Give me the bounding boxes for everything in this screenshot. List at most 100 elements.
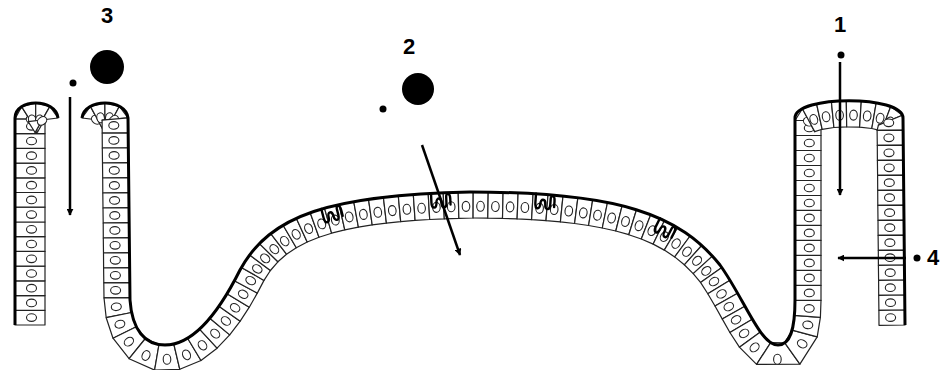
callout-number: 4 <box>927 247 939 269</box>
epithelial-cell <box>15 266 45 281</box>
cell-nucleus <box>279 235 291 248</box>
epithelial-cell <box>15 237 45 252</box>
epithelial-cell <box>795 270 821 285</box>
cell-nucleus <box>417 203 425 213</box>
cell-nucleus <box>884 149 894 157</box>
epithelial-cell <box>503 192 519 219</box>
epithelial-cell <box>104 253 130 268</box>
cell-nucleus <box>27 255 37 263</box>
callout-number: 3 <box>101 5 113 27</box>
cell-nucleus <box>109 152 119 160</box>
cell-nucleus <box>229 302 242 314</box>
epithelial-cell <box>795 210 821 225</box>
cell-nucleus <box>245 275 257 286</box>
cell-nucleus <box>110 256 120 264</box>
cell-nucleus <box>708 276 721 288</box>
epithelial-cell <box>15 310 45 325</box>
cell-nucleus <box>477 201 485 211</box>
cell-nucleus <box>111 286 121 294</box>
transport-arrow <box>422 145 460 255</box>
epithelial-cell <box>15 178 45 193</box>
cell-nucleus <box>738 328 751 340</box>
cell-nucleus <box>670 237 682 250</box>
cell-nucleus <box>804 244 814 252</box>
epithelial-cell <box>879 310 905 325</box>
cell-nucleus <box>110 271 120 279</box>
cell-nucleus <box>885 224 895 232</box>
epithelial-cell <box>517 193 533 220</box>
junction-fold <box>321 204 343 223</box>
cell-nucleus <box>359 209 368 220</box>
epithelial-cell <box>877 145 903 160</box>
cell-nucleus <box>291 228 302 240</box>
cell-nucleus <box>27 314 37 322</box>
cell-nucleus <box>886 314 896 322</box>
cell-nucleus <box>492 201 500 211</box>
cell-nucleus <box>388 205 397 216</box>
epithelial-cell <box>795 300 822 317</box>
epithelial-cell <box>103 208 129 223</box>
epithelial-cell <box>879 295 905 310</box>
epithelial-cell <box>15 222 45 237</box>
cell-nucleus <box>804 304 814 312</box>
cell-nucleus <box>804 184 814 192</box>
cell-nucleus <box>822 111 831 122</box>
cell-nucleus <box>27 137 37 145</box>
cell-nucleus <box>884 134 894 142</box>
epithelial-cell <box>877 115 903 130</box>
callout-number: 2 <box>403 36 415 58</box>
epithelial-cell <box>103 178 129 193</box>
particles <box>70 50 921 262</box>
epithelial-cell <box>103 193 129 208</box>
epithelial-cell <box>879 280 905 295</box>
cell-nucleus <box>196 339 208 352</box>
cell-nucleus <box>748 341 761 353</box>
cell-nucleus <box>884 119 894 127</box>
apical-surface <box>82 101 905 345</box>
cell-nucleus <box>403 204 411 215</box>
cell-nucleus <box>209 327 221 339</box>
cell-nucleus <box>593 210 602 221</box>
cell-nucleus <box>804 154 814 162</box>
apical-surface <box>15 103 58 325</box>
epithelial-cell <box>795 166 821 181</box>
cell-nucleus <box>885 299 895 307</box>
cell-nucleus <box>27 270 37 278</box>
callout-number: 1 <box>834 14 846 36</box>
epithelial-cell <box>15 134 45 149</box>
cell-nucleus <box>373 207 382 218</box>
epithelial-cell <box>795 225 821 240</box>
epithelial-cell <box>458 192 473 218</box>
epithelial-cell <box>877 130 903 145</box>
cell-nucleus <box>110 241 120 249</box>
epithelial-cell <box>878 190 904 205</box>
epithelial-cell <box>15 148 45 163</box>
cell-nucleus <box>27 284 37 292</box>
epithelial-cell <box>795 181 821 196</box>
epithelial-cell <box>413 194 429 221</box>
epithelial-cell <box>15 163 45 178</box>
cell-nucleus <box>109 167 119 175</box>
cell-nucleus <box>885 239 895 247</box>
cell-nucleus <box>723 301 735 313</box>
cell-nucleus <box>564 206 573 217</box>
cell-nucleus <box>110 212 120 220</box>
cell-nucleus <box>579 207 588 218</box>
cell-nucleus <box>36 115 49 127</box>
epithelial-cell <box>877 160 903 175</box>
transport-arrow <box>838 257 906 260</box>
epithelial-cell <box>15 281 45 296</box>
epithelial-cell <box>398 195 415 222</box>
small-particle <box>380 106 387 113</box>
arrows <box>70 62 906 258</box>
cell-nucleus <box>681 245 693 258</box>
cell-nucleus <box>620 216 630 228</box>
junction-fold <box>653 218 677 240</box>
cell-nucleus <box>885 209 895 217</box>
cell-nucleus <box>885 269 895 277</box>
cell-nucleus <box>809 113 819 125</box>
cell-nucleus <box>607 212 617 223</box>
cell-nucleus <box>109 137 119 145</box>
